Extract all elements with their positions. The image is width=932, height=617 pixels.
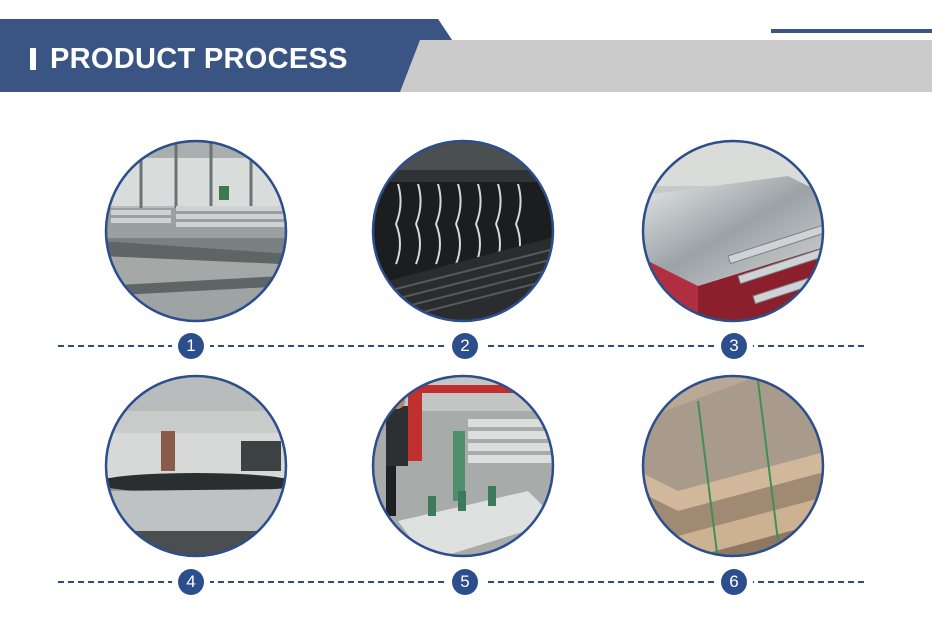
process-step-1-image bbox=[101, 136, 291, 326]
header-accent-line bbox=[771, 29, 932, 33]
step-number-badge-3: 3 bbox=[715, 333, 753, 359]
header-banner-shape bbox=[0, 19, 932, 92]
photo-ring bbox=[104, 139, 288, 323]
process-step-6-image bbox=[638, 371, 828, 561]
process-step-4-image bbox=[101, 371, 291, 561]
cutting-machine-photo bbox=[104, 374, 288, 558]
warehouse-photo bbox=[104, 139, 288, 323]
sheet-on-rollers-photo bbox=[641, 139, 825, 323]
photo-ring bbox=[371, 374, 555, 558]
step-number-badge-2: 2 bbox=[446, 333, 484, 359]
process-step-5-image bbox=[368, 371, 558, 561]
production-line-photo bbox=[371, 139, 555, 323]
photo-ring bbox=[371, 139, 555, 323]
section-header: PRODUCT PROCESS bbox=[0, 0, 932, 100]
page-title: PRODUCT PROCESS bbox=[50, 43, 348, 75]
step-number-badge-4: 4 bbox=[172, 569, 210, 595]
plate-bundles-photo bbox=[641, 374, 825, 558]
photo-ring bbox=[104, 374, 288, 558]
title-marker-bar bbox=[30, 48, 36, 70]
step-number-badge-6: 6 bbox=[715, 569, 753, 595]
photo-ring bbox=[641, 139, 825, 323]
photo-ring bbox=[641, 374, 825, 558]
vacuum-lifter-photo bbox=[371, 374, 555, 558]
step-number-badge-5: 5 bbox=[446, 569, 484, 595]
process-step-3-image bbox=[638, 136, 828, 326]
step-number-badge-1: 1 bbox=[172, 333, 210, 359]
process-step-2-image bbox=[368, 136, 558, 326]
